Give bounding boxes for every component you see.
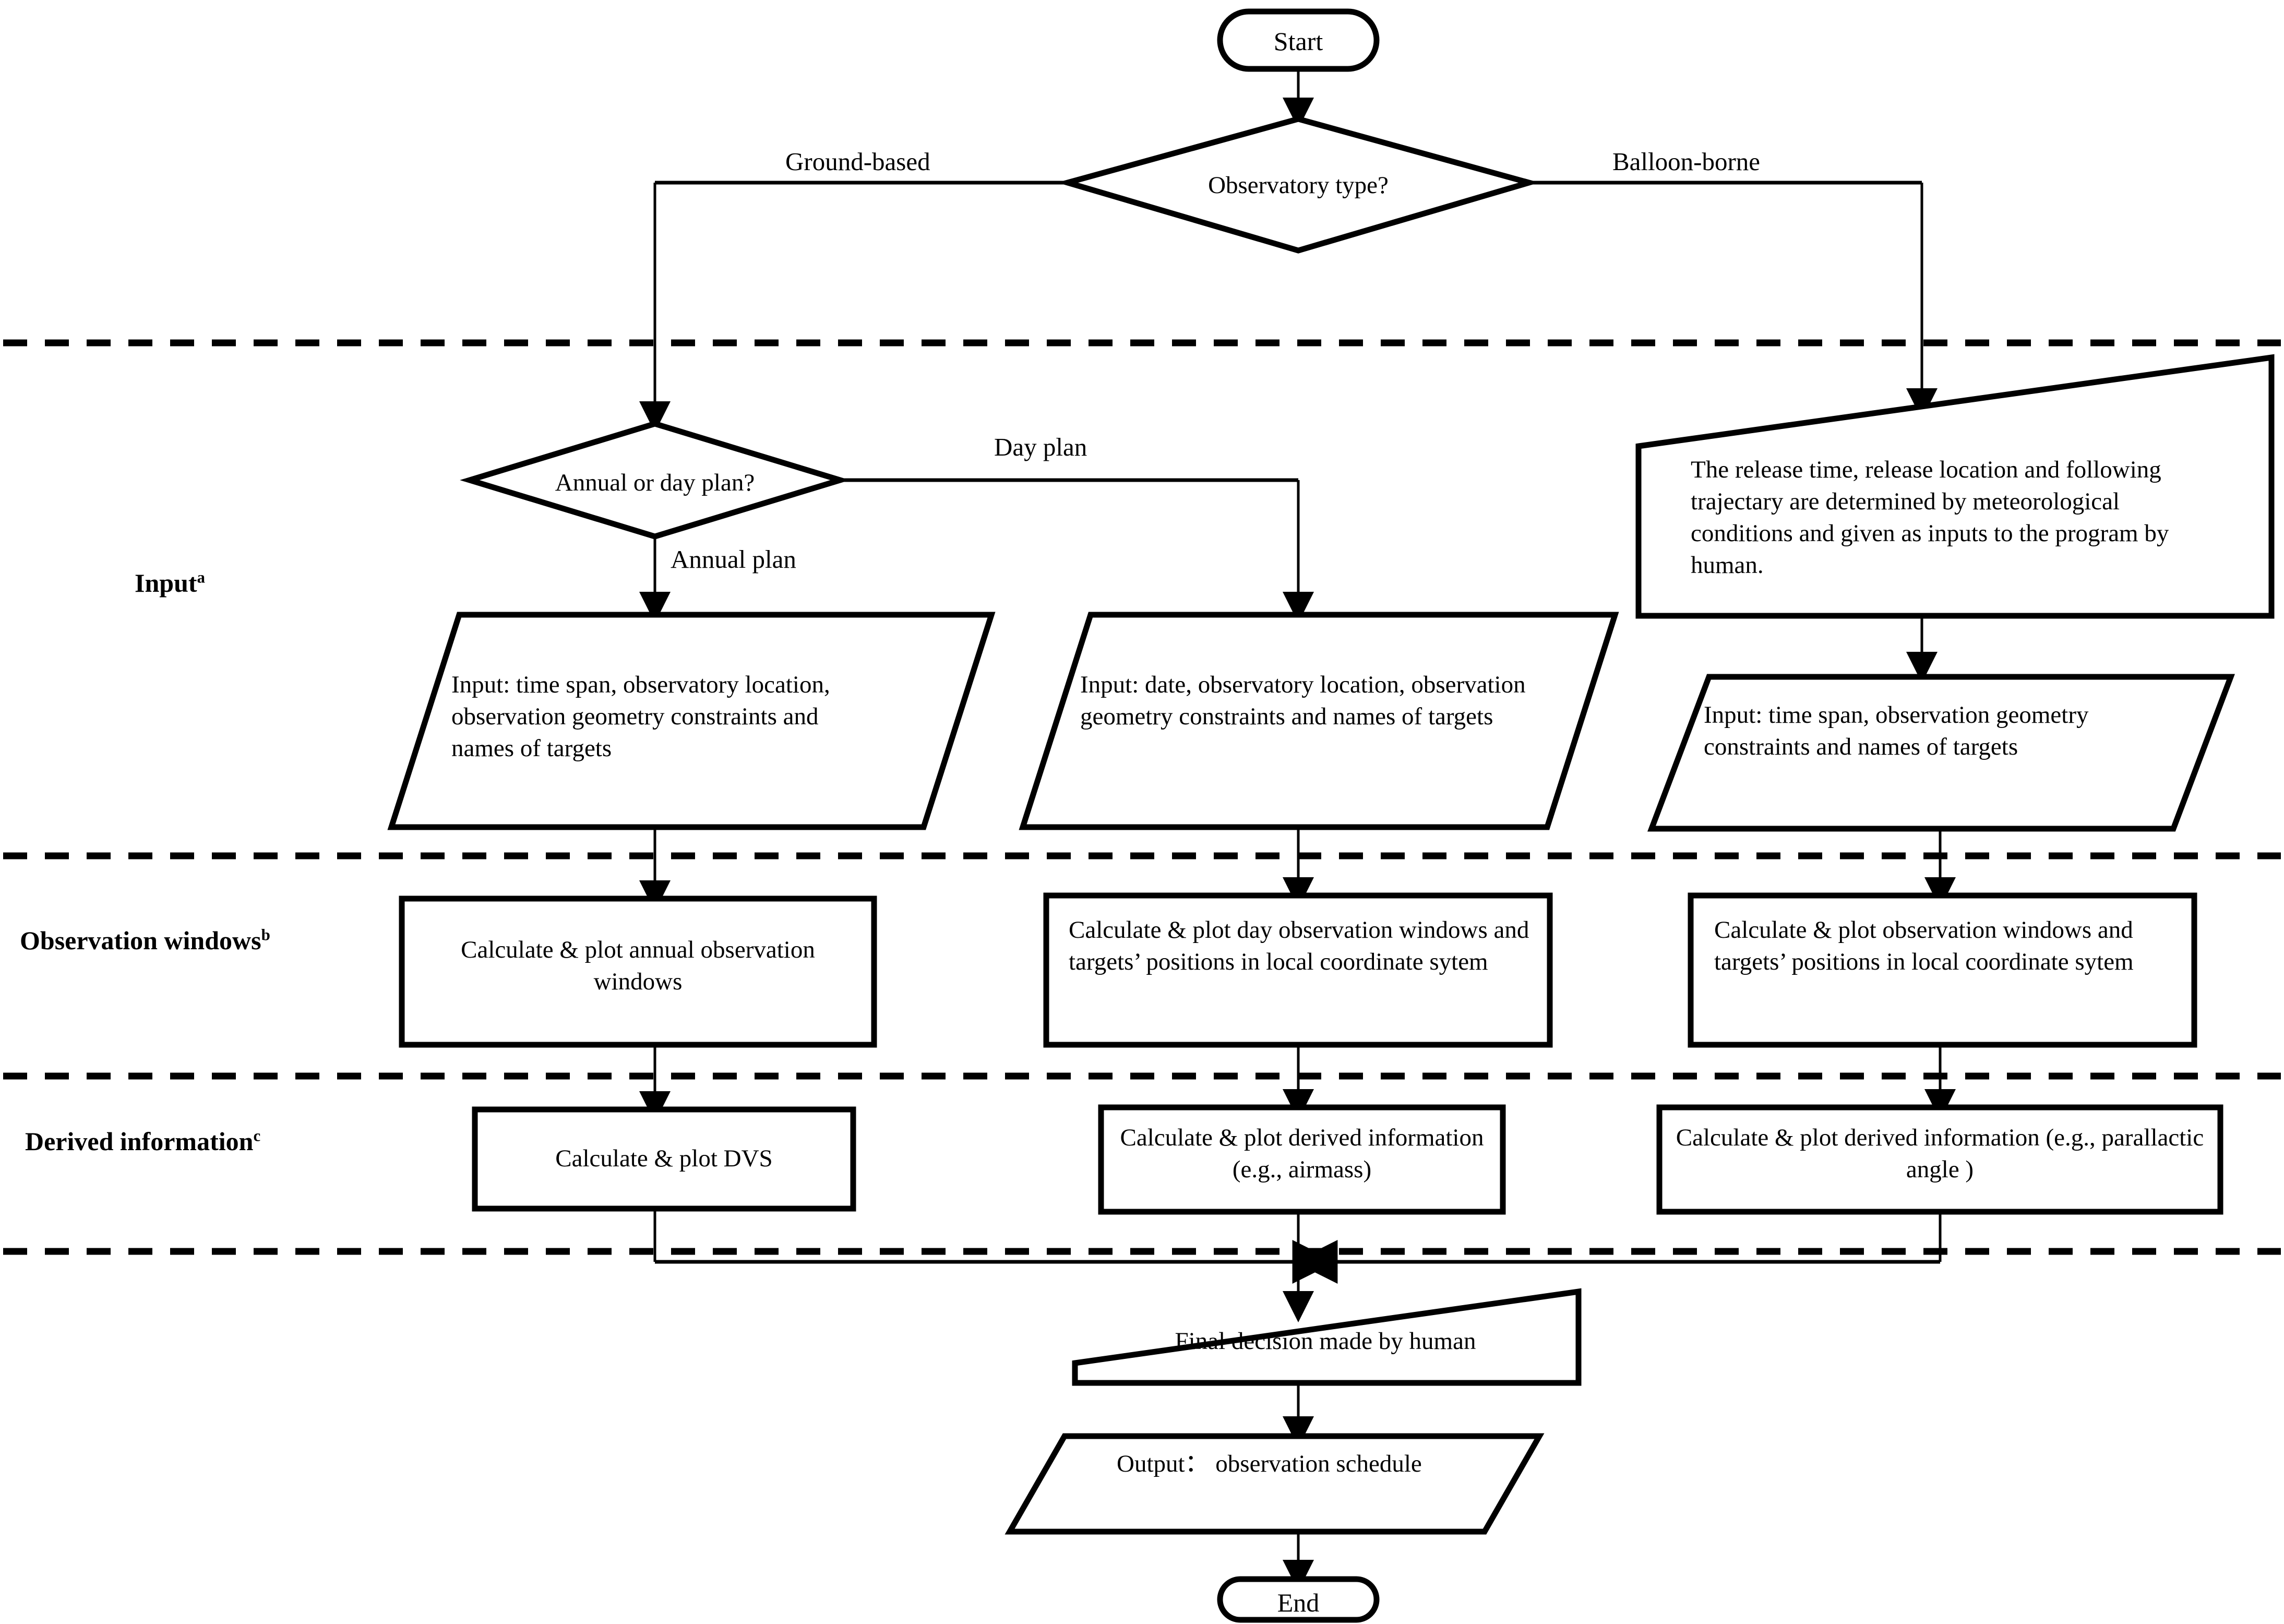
process-derived-airmass-box xyxy=(1098,1104,1506,1215)
end-terminal xyxy=(1217,1576,1380,1623)
manual-input-balloon-label: The release time, release location and f… xyxy=(1691,456,2169,579)
process-derived-airmass-label: Calculate & plot derived information (e.… xyxy=(1120,1124,1484,1184)
start-terminal-label: Start xyxy=(1273,27,1323,56)
input-annual-shape xyxy=(387,612,996,830)
input-day-label: Input: date, observatory location, obser… xyxy=(1080,671,1526,731)
process-annual-windows-box xyxy=(399,895,877,1048)
process-annual-windows-label: Calculate & plot annual observation wind… xyxy=(461,936,815,996)
stage-label-input: Inputa xyxy=(135,566,205,600)
stage-label-derived-information-text: Derived information xyxy=(25,1127,254,1156)
edge-label-balloon-borne: Balloon-borne xyxy=(1612,147,1761,176)
input-annual-label: Input: time span, observatory location, … xyxy=(451,671,830,762)
input-day-shape xyxy=(1019,612,1619,830)
input-balloon-label: Input: time span, observation geometry c… xyxy=(1704,701,2089,761)
process-dvs-box xyxy=(472,1106,856,1212)
process-derived-parallactic-label: Calculate & plot derived information (e.… xyxy=(1676,1124,2204,1184)
edge-label-annual-plan: Annual plan xyxy=(671,545,796,574)
decision-plan-type-label: Annual or day plan? xyxy=(555,469,755,496)
process-day-windows-label: Calculate & plot day observation windows… xyxy=(1069,916,1529,976)
process-balloon-windows-box xyxy=(1688,892,2197,1048)
process-balloon-windows-label: Calculate & plot observation windows and… xyxy=(1714,916,2134,976)
stage-label-observation-windows: Observation windowsb xyxy=(20,924,270,958)
process-day-windows-box xyxy=(1043,892,1553,1048)
stage-label-derived-information: Derived informationc xyxy=(25,1125,260,1159)
stage-label-derived-information-superscript: c xyxy=(253,1126,261,1145)
process-dvs-label: Calculate & plot DVS xyxy=(555,1145,773,1172)
output-schedule-shape xyxy=(1005,1433,1545,1535)
final-decision-shape xyxy=(1072,1288,1582,1386)
edge-label-ground-based: Ground-based xyxy=(785,147,930,176)
decision-observatory-type-label: Observatory type? xyxy=(1208,172,1389,199)
output-schedule-label: Output： observation schedule xyxy=(1117,1450,1422,1477)
manual-input-balloon-shape xyxy=(1635,354,2275,619)
end-terminal-label: End xyxy=(1277,1588,1320,1617)
final-decision-label: Final decision made by human xyxy=(1175,1328,1476,1355)
decision-observatory-type xyxy=(1057,116,1540,254)
edge-label-day-plan: Day plan xyxy=(994,433,1087,461)
stage-label-input-superscript: a xyxy=(197,568,206,587)
process-derived-parallactic-box xyxy=(1656,1104,2223,1215)
stage-label-observation-windows-text: Observation windows xyxy=(20,926,261,955)
input-balloon-shape xyxy=(1647,674,2235,832)
stage-label-observation-windows-superscript: b xyxy=(261,925,270,944)
stage-label-input-text: Input xyxy=(135,568,197,598)
